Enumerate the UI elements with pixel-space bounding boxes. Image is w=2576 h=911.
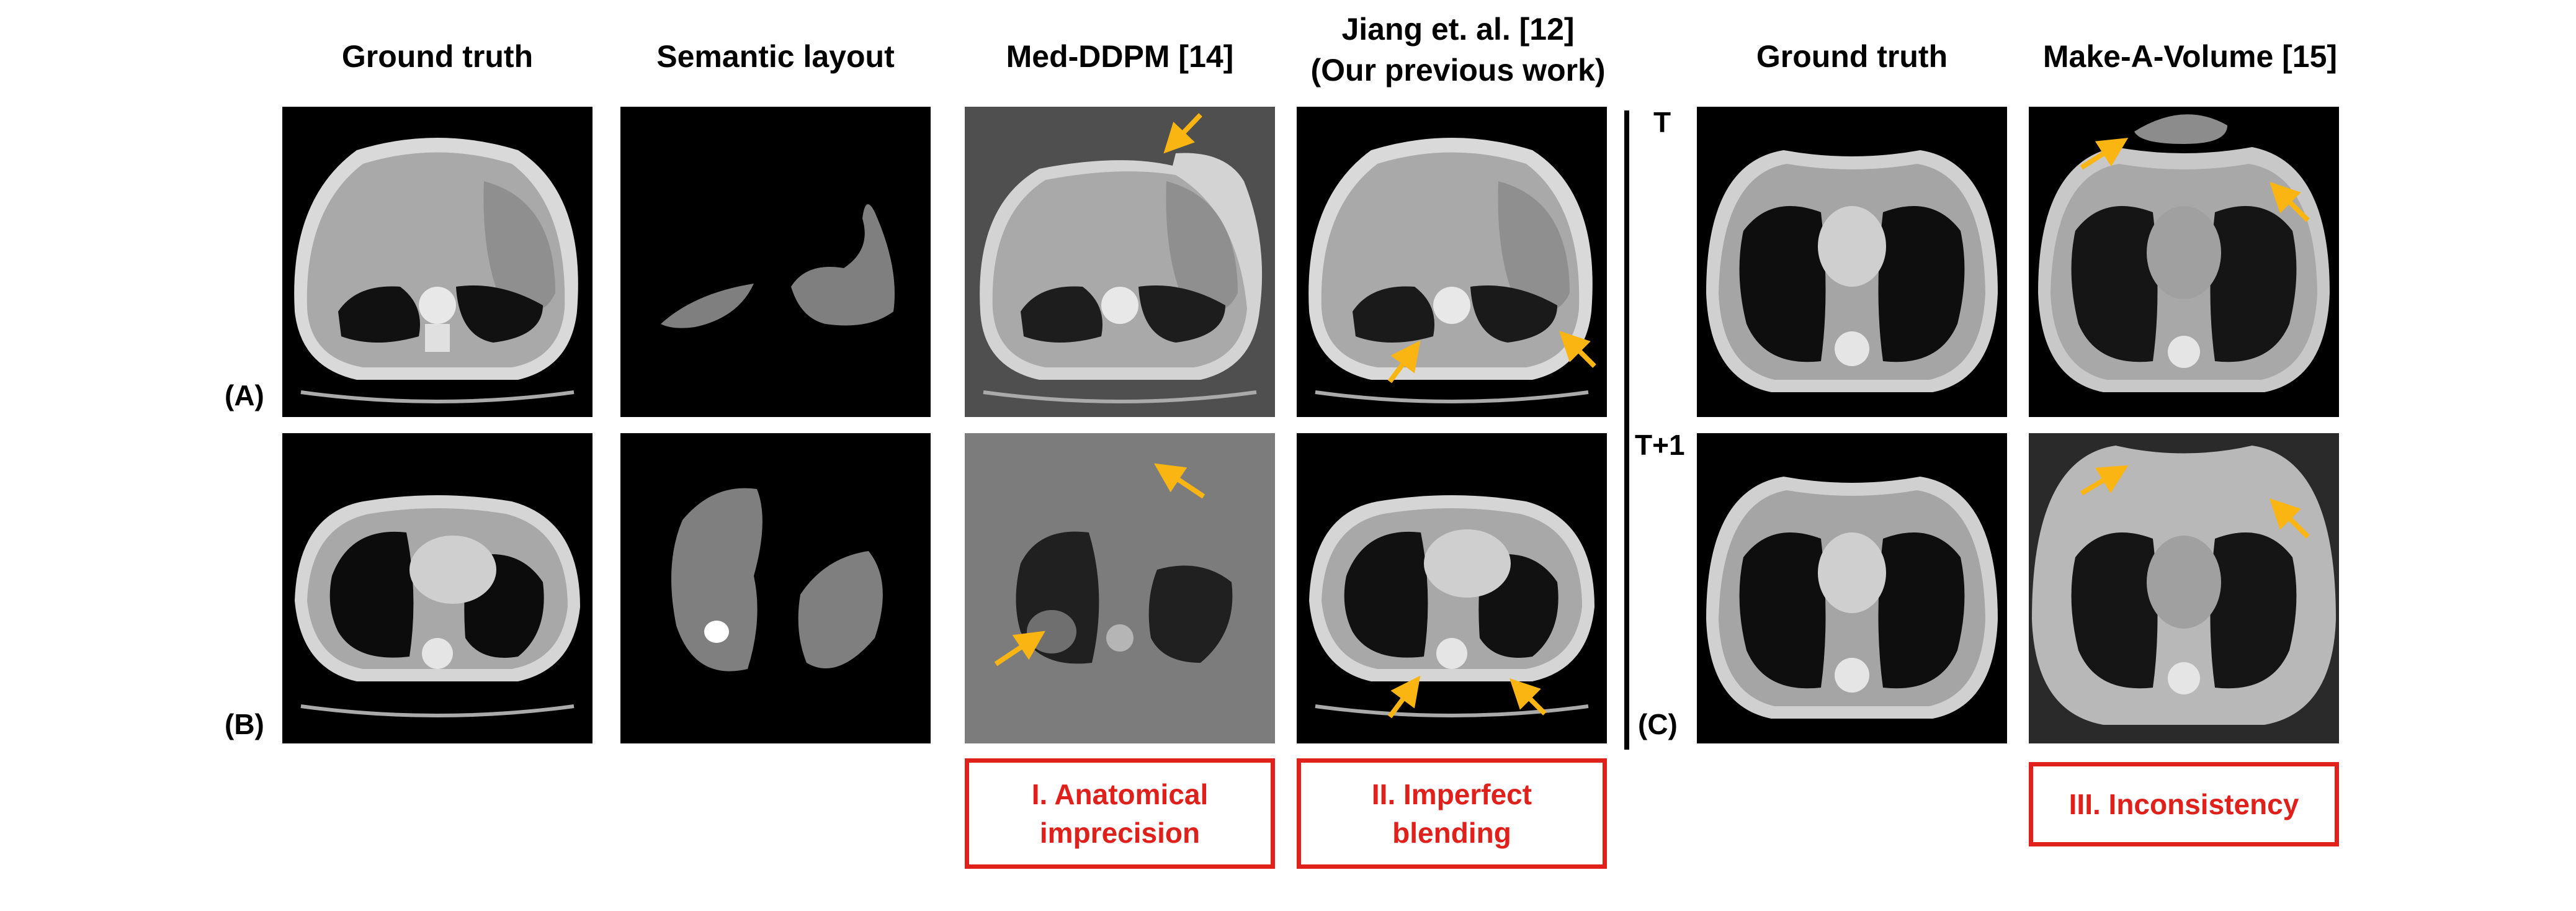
- problem-box-inconsistency: III. Inconsistency: [2029, 762, 2339, 846]
- ct-slice-abdomen-image: [294, 138, 578, 403]
- ct-slice-make-a-volume-t-plus-1-image: [2029, 433, 2339, 743]
- ct-slice-med-ddpm-a-image: [965, 107, 1275, 417]
- header-ground-truth-2: Ground truth: [1756, 39, 1948, 74]
- problem-box-1-line1: I. Anatomical: [1031, 778, 1209, 810]
- ct-slice-med-ddpm-b-image: [965, 433, 1275, 743]
- panel-b-med-ddpm: [965, 433, 1275, 743]
- header-semantic-layout: Semantic layout: [656, 39, 895, 74]
- row-label-t-plus-1: T+1: [1635, 429, 1685, 461]
- header-make-a-volume: Make-A-Volume [15]: [2042, 39, 2338, 74]
- ct-slice-jiang-a-image: [1308, 138, 1593, 403]
- panel-b-make-a-volume: [2029, 433, 2339, 743]
- panel-b-semantic-layout: [620, 433, 931, 743]
- column-divider: [1624, 110, 1629, 750]
- panel-b-ground-truth: [282, 433, 593, 743]
- header-ground-truth: Ground truth: [341, 39, 534, 74]
- row-label-c: (C): [1638, 708, 1678, 740]
- problem-box-3-text: III. Inconsistency: [2068, 788, 2299, 820]
- header-med-ddpm: Med-DDPM [14]: [1006, 39, 1234, 74]
- problem-box-2-line1: II. Imperfect: [1371, 778, 1532, 810]
- header-jiang-line2: (Our previous work): [1310, 53, 1606, 88]
- panel-b-jiang: [1297, 433, 1607, 743]
- panel-a-make-a-volume: [2029, 107, 2339, 417]
- problem-box-1-line2: imprecision: [1039, 817, 1201, 849]
- panel-a-med-ddpm: [965, 107, 1275, 417]
- ct-slice-chest-b-image: [295, 495, 580, 717]
- header-jiang-line1: Jiang et. al. [12]: [1341, 12, 1575, 47]
- problem-box-anatomical-imprecision: I. Anatomical imprecision: [965, 758, 1275, 869]
- panel-b-ground-truth-2: [1697, 433, 2007, 743]
- panel-a-semantic-layout: [620, 107, 931, 417]
- row-label-b: (B): [225, 708, 264, 740]
- problem-box-imperfect-blending: II. Imperfect blending: [1297, 758, 1607, 869]
- row-label-a: (A): [225, 379, 264, 411]
- problem-box-2-line2: blending: [1392, 817, 1511, 849]
- ct-slice-chest-t-image: [1706, 150, 1998, 392]
- ct-slice-make-a-volume-t-image: [2038, 114, 2330, 392]
- panel-a-ground-truth: [282, 107, 593, 417]
- ct-slice-jiang-b-image: [1309, 495, 1594, 717]
- panel-a-jiang: [1297, 107, 1607, 417]
- row-label-t: T: [1653, 106, 1671, 138]
- panel-a-ground-truth-2: [1697, 107, 2007, 417]
- semantic-layout-tumor-image: [671, 488, 883, 671]
- ct-slice-chest-t-plus-1-image: [1706, 477, 1998, 719]
- semantic-layout-lungs-image: [661, 204, 895, 328]
